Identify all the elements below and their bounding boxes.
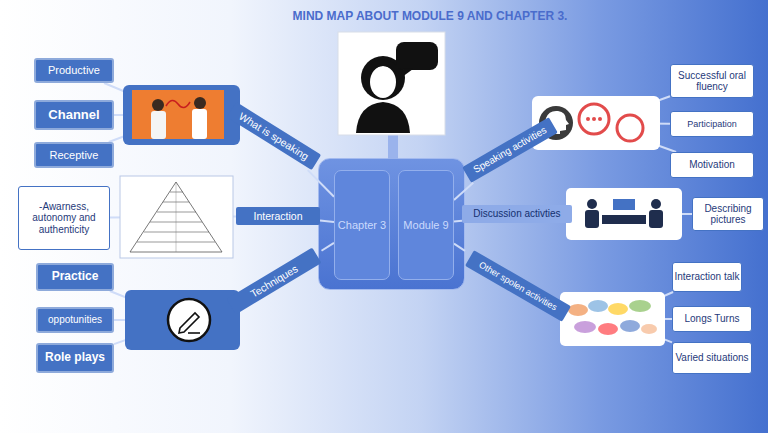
face bbox=[370, 66, 396, 98]
dot bbox=[586, 117, 590, 121]
person-body bbox=[151, 111, 166, 139]
branch-line bbox=[454, 183, 473, 200]
branch-line bbox=[321, 243, 334, 251]
node-text: Productive bbox=[48, 64, 100, 77]
node-text: Other spolen activities bbox=[477, 259, 559, 312]
branch-band: Techniques bbox=[227, 248, 322, 315]
core-box: Chapter 3 bbox=[334, 170, 390, 280]
person-head bbox=[194, 97, 206, 109]
leaf-box: Interaction talk bbox=[672, 262, 742, 292]
leaf-box: Receptive bbox=[34, 142, 114, 168]
node-text: Channel bbox=[48, 108, 99, 123]
leaf-box: Productive bbox=[34, 58, 114, 83]
table bbox=[602, 215, 646, 224]
picture-frame bbox=[566, 188, 682, 240]
bubble bbox=[598, 323, 618, 335]
photo bbox=[132, 90, 224, 139]
leaf-box: Varied situations bbox=[672, 342, 752, 374]
heart-line bbox=[166, 100, 190, 107]
bubble bbox=[579, 104, 609, 134]
speaking-photo bbox=[123, 85, 240, 145]
node-text: Interaction bbox=[253, 210, 302, 222]
branch-band: Discussion activties bbox=[462, 205, 572, 223]
node-text: What is speaking bbox=[237, 110, 311, 163]
bubble-tail bbox=[398, 68, 413, 80]
person-body bbox=[192, 109, 207, 139]
core-box: Module 9 bbox=[398, 170, 454, 280]
person-head bbox=[152, 99, 164, 111]
branch-line bbox=[454, 244, 465, 251]
discussion-icon bbox=[566, 188, 682, 240]
leaf-box: -Awarness, autonomy and authenticity bbox=[18, 186, 110, 250]
node-text: -Awarness, autonomy and authenticity bbox=[19, 201, 109, 236]
branch-band: Interaction bbox=[236, 207, 320, 225]
node-text: Interaction talk bbox=[674, 271, 739, 283]
node-text: Role plays bbox=[45, 351, 105, 365]
leaf-box: Role plays bbox=[36, 343, 114, 373]
pencil bbox=[179, 313, 199, 333]
person-head bbox=[587, 199, 597, 209]
branch-band: Other spolen activities bbox=[465, 250, 571, 322]
leaf-box: Successful oral fluency bbox=[670, 64, 754, 98]
leaf-box: Longs Turns bbox=[672, 306, 752, 332]
node-text: Module 9 bbox=[403, 219, 448, 232]
screen bbox=[613, 199, 635, 210]
node-text: Speaking activities bbox=[471, 124, 548, 175]
stem bbox=[388, 134, 398, 159]
pencil-line bbox=[188, 332, 200, 334]
person-head bbox=[651, 199, 661, 209]
node-text: Techniques bbox=[248, 262, 300, 300]
bubble bbox=[568, 304, 588, 316]
leaf-box: Channel bbox=[34, 100, 114, 130]
icon-frame bbox=[338, 32, 445, 135]
icon-panel bbox=[125, 290, 240, 350]
node-text: Successful oral fluency bbox=[671, 70, 753, 93]
node-text: Participation bbox=[687, 119, 737, 129]
pyramid bbox=[130, 182, 222, 252]
node-text: Varied situations bbox=[675, 352, 748, 364]
person-body bbox=[649, 210, 663, 228]
leaf-box: Participation bbox=[670, 111, 754, 137]
bubble bbox=[641, 324, 657, 334]
bubble bbox=[574, 321, 596, 333]
node-text: Longs Turns bbox=[684, 313, 739, 325]
pyramid-picture bbox=[120, 176, 233, 258]
branch-line bbox=[308, 170, 334, 197]
pyramid-axis bbox=[176, 182, 177, 252]
node-text: oppotunities bbox=[48, 314, 102, 326]
icon-circle bbox=[168, 299, 210, 341]
picture-frame bbox=[560, 292, 665, 346]
node-text: Receptive bbox=[50, 149, 99, 162]
speaker-icon-box bbox=[338, 32, 445, 135]
leaf-box: Motivation bbox=[670, 152, 754, 178]
picture-frame bbox=[120, 176, 233, 258]
bubble bbox=[620, 320, 640, 332]
branch-line bbox=[454, 220, 462, 223]
fringe bbox=[369, 59, 397, 74]
bubbles-icon bbox=[560, 292, 665, 346]
dot bbox=[598, 117, 602, 121]
person-body bbox=[585, 210, 599, 228]
node-text: Describing pictures bbox=[693, 203, 763, 226]
map-title: MIND MAP ABOUT MODULE 9 AND CHAPTER 3. bbox=[180, 9, 680, 23]
leaf-box: oppotunities bbox=[36, 307, 114, 333]
node-text: Practice bbox=[52, 270, 99, 284]
photo-panel bbox=[123, 85, 240, 145]
leaf-box: Practice bbox=[36, 263, 114, 291]
body bbox=[356, 102, 410, 133]
leaf-box: Describing pictures bbox=[692, 197, 764, 231]
bubble bbox=[588, 300, 608, 312]
technique-icon bbox=[125, 290, 240, 350]
speech-bubble bbox=[396, 42, 438, 70]
node-text: Motivation bbox=[689, 159, 735, 171]
branch-line bbox=[320, 221, 334, 223]
bubble bbox=[608, 303, 628, 315]
dot bbox=[592, 117, 596, 121]
bubble bbox=[629, 300, 651, 312]
branch-band: What is speaking bbox=[227, 102, 321, 170]
bubble bbox=[617, 115, 643, 141]
node-text: Chapter 3 bbox=[338, 219, 386, 232]
node-text: Discussion activties bbox=[473, 208, 560, 220]
